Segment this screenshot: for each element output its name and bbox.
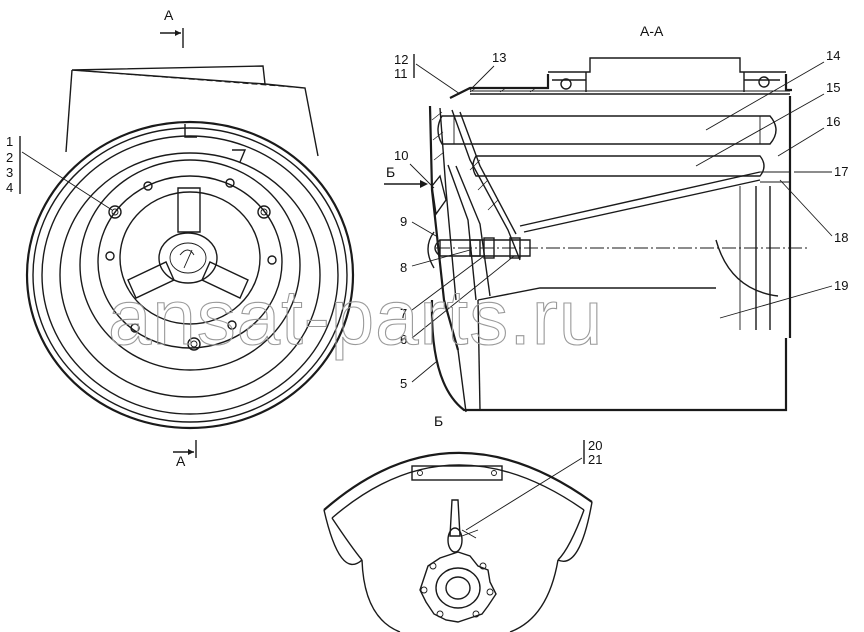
callout-18: 18 bbox=[834, 230, 848, 245]
callout-16: 16 bbox=[826, 114, 840, 129]
callout-17: 17 bbox=[834, 164, 848, 179]
view-title: Б bbox=[434, 413, 443, 429]
view-b: Б 20 21 bbox=[323, 413, 602, 632]
callout-2: 2 bbox=[6, 150, 13, 165]
view-arrow-label: Б bbox=[386, 164, 395, 180]
section-view: А-А bbox=[384, 23, 848, 413]
wall-hatching bbox=[431, 87, 537, 211]
callout-11: 11 bbox=[394, 66, 408, 81]
callout-6: 6 bbox=[400, 332, 407, 347]
callout-21: 21 bbox=[588, 452, 602, 467]
bolt-holes bbox=[105, 178, 277, 351]
callout-13: 13 bbox=[492, 50, 506, 65]
callout-1: 1 bbox=[6, 134, 13, 149]
callout-20: 20 bbox=[588, 438, 602, 453]
callout-4: 4 bbox=[6, 180, 13, 195]
callout-14: 14 bbox=[826, 48, 840, 63]
callout-5: 5 bbox=[400, 376, 407, 391]
cut-label-bottom: А bbox=[176, 453, 186, 469]
callout-10: 10 bbox=[394, 148, 408, 163]
callout-9: 9 bbox=[400, 214, 407, 229]
callout-7: 7 bbox=[400, 306, 407, 321]
cut-label-top: А bbox=[164, 7, 174, 23]
callout-15: 15 bbox=[826, 80, 840, 95]
front-view: А А bbox=[6, 7, 355, 469]
section-title: А-А bbox=[640, 23, 664, 39]
callout-12: 12 bbox=[394, 52, 408, 67]
callout-8: 8 bbox=[400, 260, 407, 275]
watermark: ansat-parts.ru bbox=[108, 273, 603, 361]
callout-3: 3 bbox=[6, 165, 13, 180]
callout-19: 19 bbox=[834, 278, 848, 293]
